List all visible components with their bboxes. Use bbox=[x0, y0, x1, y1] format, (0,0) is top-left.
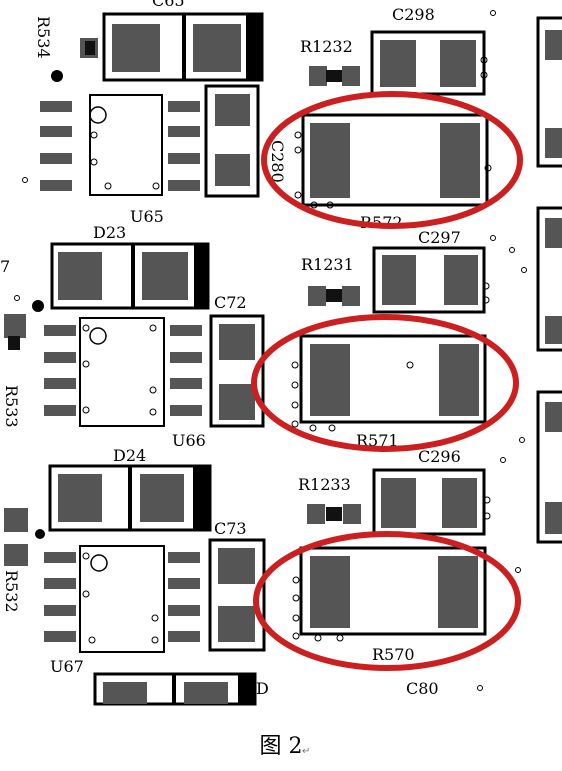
via-dots bbox=[14, 10, 527, 691]
d24-diode-footprint bbox=[48, 464, 212, 532]
pin1-dot-u66 bbox=[32, 300, 44, 312]
r532-pads bbox=[4, 508, 28, 566]
label-r1232: R1232 bbox=[300, 37, 353, 56]
label-r533: R533 bbox=[2, 385, 21, 428]
highlight-r570 bbox=[253, 531, 521, 671]
right-edge-component-1 bbox=[536, 16, 562, 168]
r571-resistor-footprint bbox=[291, 334, 487, 432]
highlight-r571 bbox=[251, 314, 519, 452]
label-u65: U65 bbox=[130, 207, 164, 226]
r1233-pads bbox=[307, 504, 361, 524]
c72-capacitor-footprint bbox=[209, 314, 265, 428]
d23-diode-footprint bbox=[50, 242, 210, 310]
label-c297: C297 bbox=[418, 228, 461, 247]
c296-capacitor-footprint bbox=[372, 468, 491, 536]
label-r532: R532 bbox=[2, 570, 21, 613]
label-r534: R534 bbox=[34, 16, 53, 59]
c297-capacitor-footprint bbox=[372, 246, 490, 314]
u66-ic-footprint bbox=[44, 317, 202, 427]
label-r1233: R1233 bbox=[298, 475, 351, 494]
paragraph-mark: ↵ bbox=[302, 746, 311, 757]
highlight-r572 bbox=[261, 91, 523, 229]
r572-resistor-footprint bbox=[294, 113, 492, 209]
pin1-dot-u65 bbox=[51, 70, 63, 82]
r1232-pads bbox=[309, 66, 360, 86]
label-c296: C296 bbox=[418, 447, 461, 466]
r533-pads bbox=[4, 314, 26, 350]
label-u67: U67 bbox=[50, 657, 84, 676]
u65-ic-footprint bbox=[40, 94, 200, 196]
label-r570: R570 bbox=[372, 645, 415, 664]
highlight-circles bbox=[251, 91, 523, 671]
label-c72: C72 bbox=[214, 293, 247, 312]
label-c73: C73 bbox=[214, 519, 247, 538]
label-r1231: R1231 bbox=[301, 255, 354, 274]
d22-diode-footprint bbox=[102, 12, 264, 82]
label-u66: U66 bbox=[172, 431, 206, 450]
label-d23: D23 bbox=[93, 223, 126, 242]
r534-pads bbox=[80, 38, 98, 58]
label-c65: C65 bbox=[152, 0, 185, 10]
c73-capacitor-footprint bbox=[208, 538, 266, 652]
label-r571: R571 bbox=[356, 431, 399, 450]
label-d-bottom: D bbox=[256, 679, 269, 698]
figure-caption: 图 2 bbox=[259, 734, 303, 759]
right-edge-component-3 bbox=[536, 390, 562, 544]
r570-resistor-footprint bbox=[292, 546, 487, 642]
r1231-pads bbox=[308, 286, 360, 306]
label-c80: C80 bbox=[406, 679, 439, 698]
c298-capacitor-footprint bbox=[370, 30, 488, 96]
c280-capacitor-footprint bbox=[204, 84, 260, 198]
right-edge-component-2 bbox=[536, 206, 562, 352]
label-d24: D24 bbox=[113, 446, 146, 465]
bottom-diode-footprint bbox=[93, 672, 257, 706]
pin1-dot-u67 bbox=[35, 529, 45, 539]
u67-ic-footprint bbox=[44, 545, 200, 653]
label-c298: C298 bbox=[392, 5, 435, 24]
label-edge-7: 7 bbox=[0, 257, 10, 276]
label-c280: C280 bbox=[268, 140, 287, 183]
